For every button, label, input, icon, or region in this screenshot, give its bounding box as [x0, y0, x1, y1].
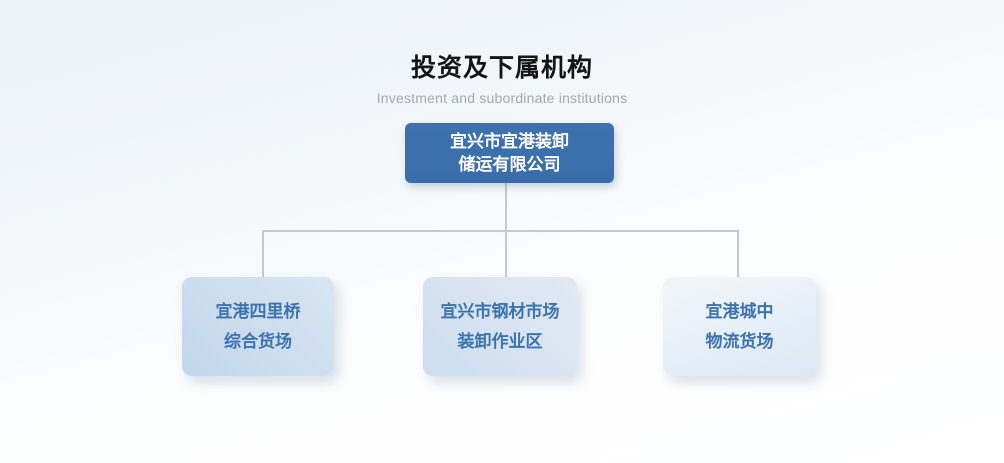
connector-drop-middle [505, 230, 507, 278]
connector-drop-right [737, 230, 739, 278]
org-node-root-line2: 储运有限公司 [458, 155, 561, 174]
page-subtitle: Investment and subordinate institutions [376, 90, 628, 106]
connector-drop-left [262, 230, 264, 278]
connector-root-stem [505, 183, 507, 231]
org-node-child-line1: 宜港城中 [705, 301, 774, 321]
org-node-root-line1: 宜兴市宜港装卸 [450, 132, 569, 151]
org-node-child-steel-market: 宜兴市钢材市场 装卸作业区 [423, 277, 577, 376]
org-node-child-chengzhong-logistics: 宜港城中 物流货场 [663, 277, 816, 376]
org-node-root: 宜兴市宜港装卸 储运有限公司 [405, 123, 614, 183]
page-header: 投资及下属机构 Investment and subordinate insti… [0, 48, 1004, 106]
org-node-child-line2: 物流货场 [705, 331, 774, 351]
page-title: 投资及下属机构 [410, 54, 593, 82]
org-node-child-line2: 装卸作业区 [457, 331, 543, 351]
org-node-child-line2: 综合货场 [224, 331, 292, 351]
org-node-child-line1: 宜兴市钢材市场 [440, 301, 560, 321]
org-node-child-silidaqiao: 宜港四里桥 综合货场 [182, 277, 334, 376]
connector-horizontal [262, 230, 739, 232]
org-node-child-line1: 宜港四里桥 [215, 301, 301, 321]
